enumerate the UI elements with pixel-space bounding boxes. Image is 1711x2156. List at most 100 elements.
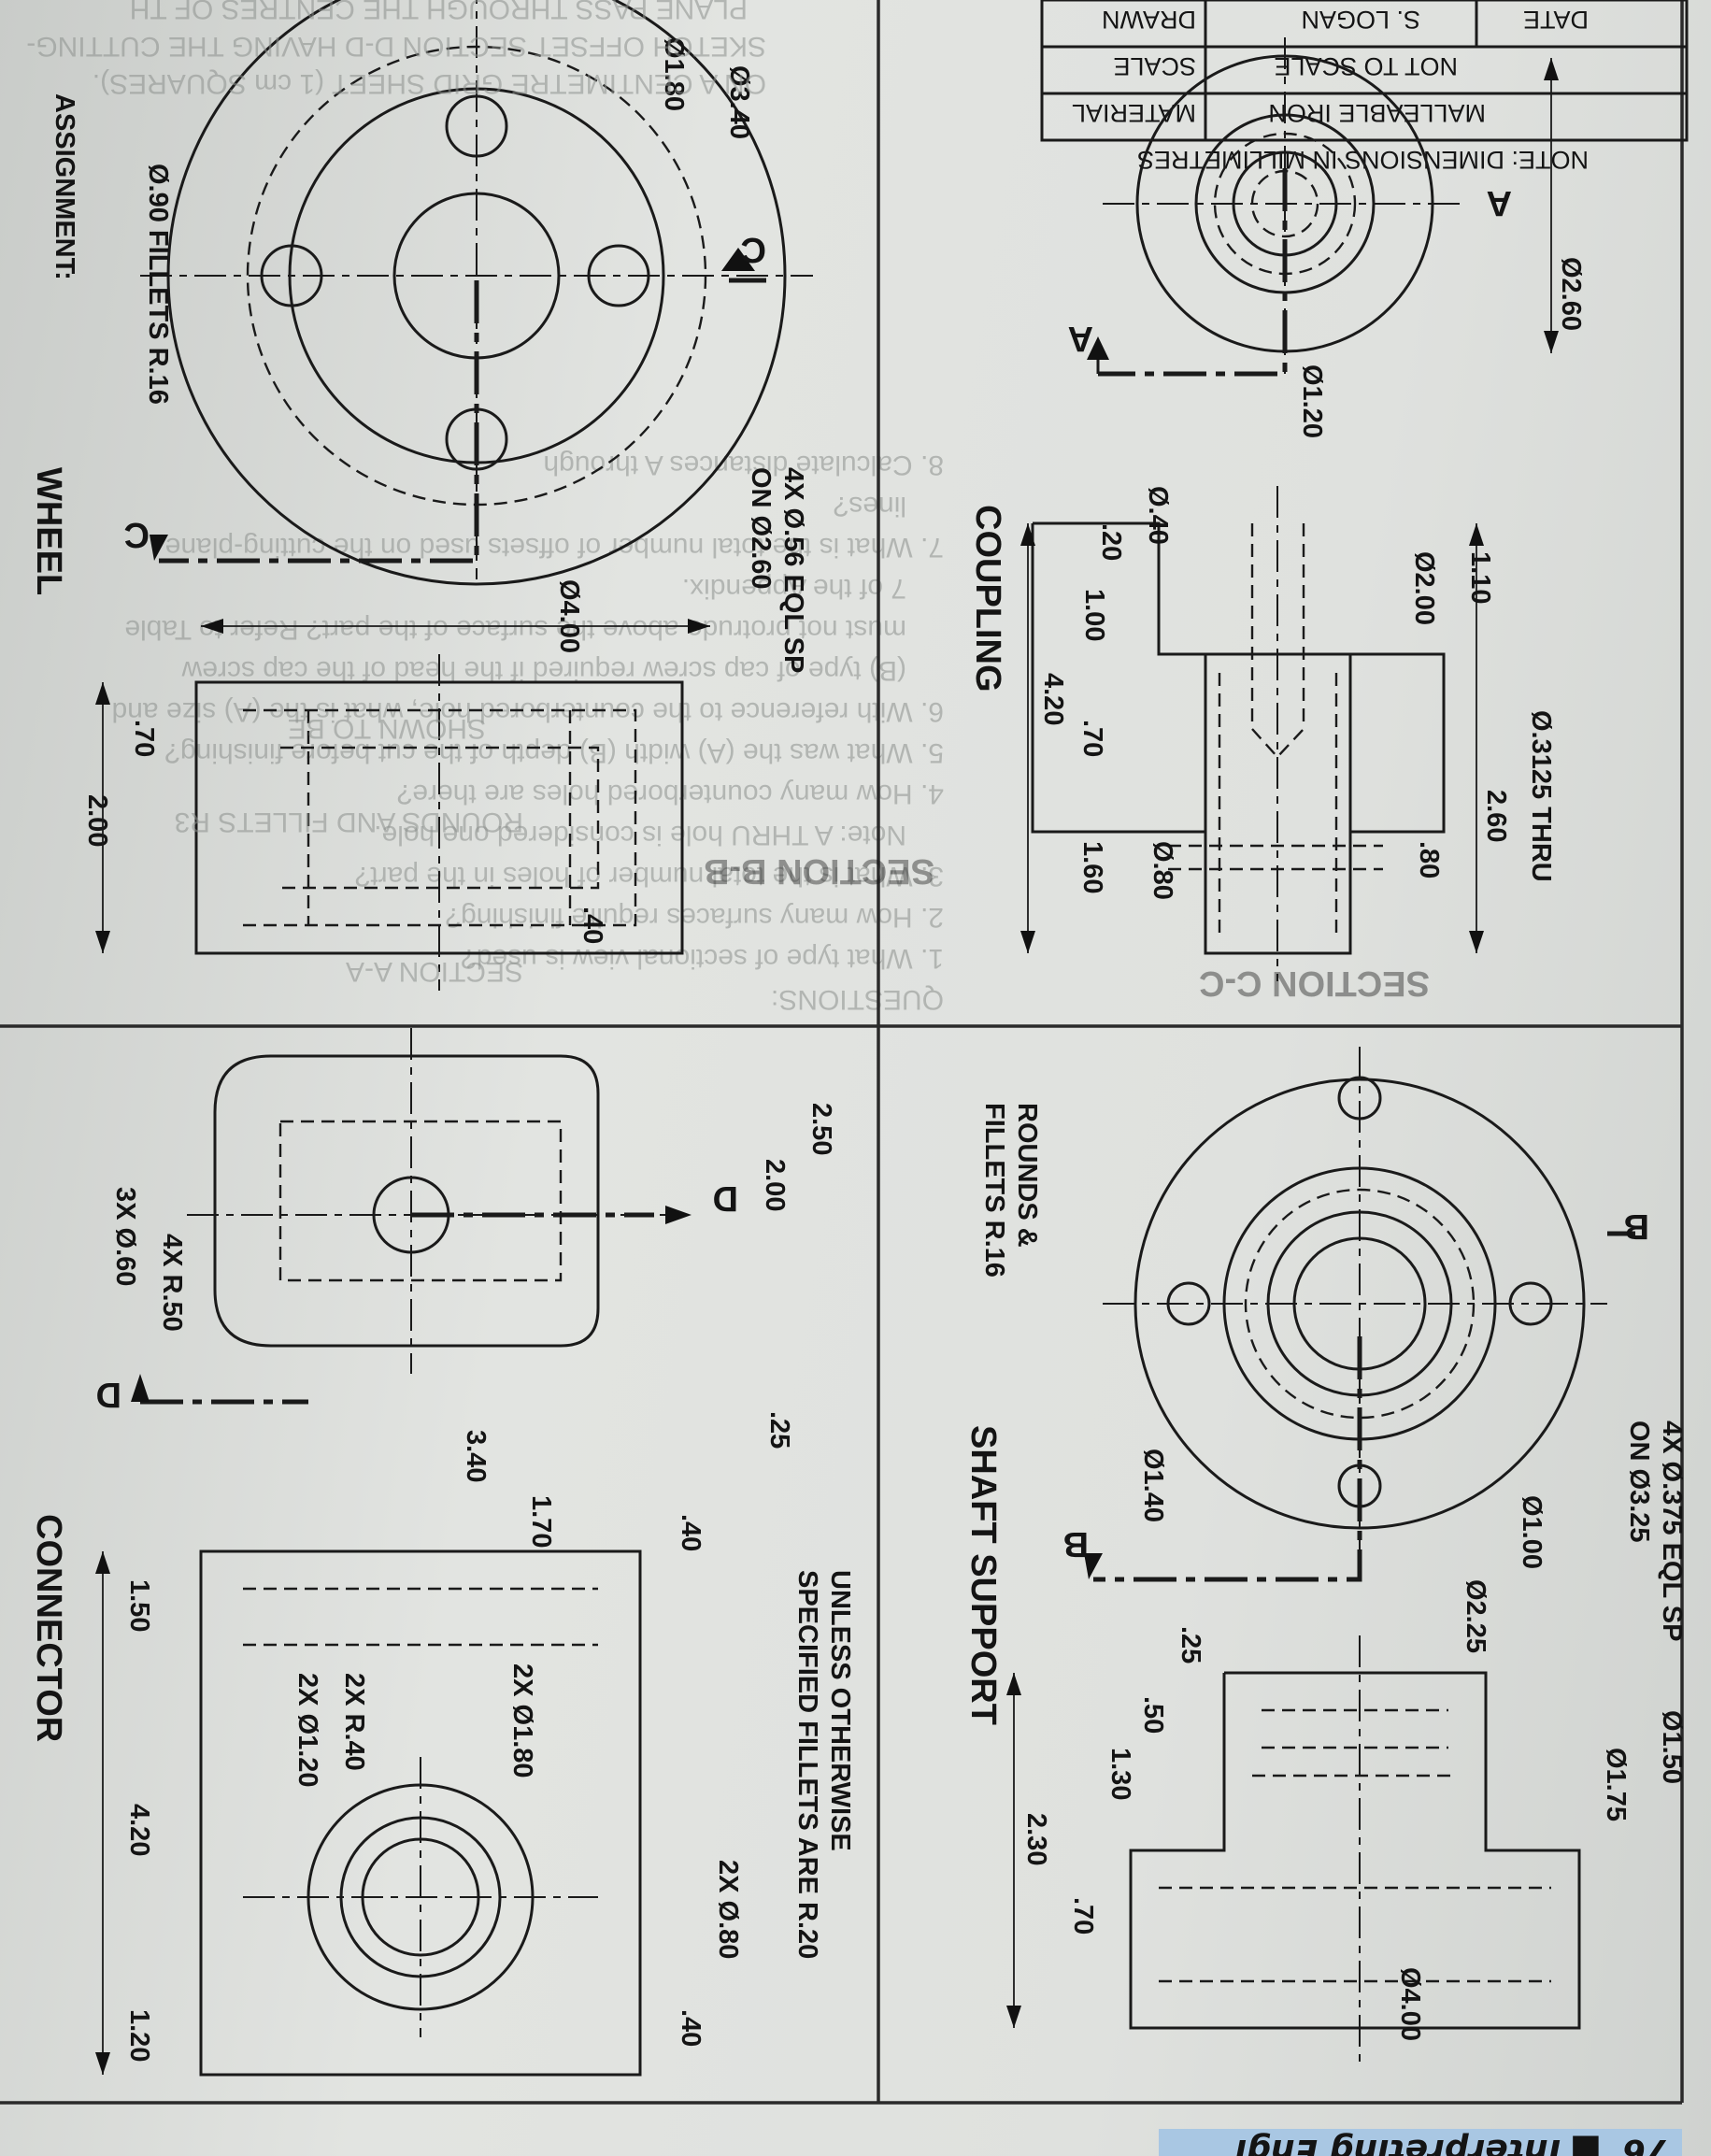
dim-coupling-dia-2-00: Ø2.00 [1409, 551, 1439, 625]
dim-connector-4x-r50: 4X R.50 [157, 1234, 187, 1332]
wheel-faint-text-1: SKETCH OFFSET SECTION D-D HAVING THE CUT… [26, 31, 766, 62]
ghost-question-1: 1. What type of sectional view is used? [461, 943, 944, 974]
dim-connector-2x-1-80: 2X Ø1.80 [507, 1663, 537, 1778]
connector-note-1: UNLESS OTHERWISE [825, 1570, 855, 1851]
dim-connector-3-40: 3.40 [461, 1430, 491, 1482]
shaft-support-section-view: Ø1.50 Ø1.75 Ø2.25 .25 .50 1.30 2.30 .70 … [963, 1425, 1687, 2065]
dim-shaft-70: .70 [1068, 1897, 1098, 1935]
ghost-question-7b: lines? [834, 491, 906, 521]
dim-wheel-70: .70 [129, 720, 159, 757]
wheel-drawing: C C Ø1.80 Ø3.40 4X Ø.56 EQL SP ON Ø2.60 … [26, 0, 813, 991]
dim-connector-1-70: 1.70 [526, 1495, 556, 1548]
dim-wheel-2-00: 2.00 [82, 794, 112, 847]
coupling-title: COUPLING [968, 505, 1007, 692]
dim-connector-1-20: 1.20 [124, 2009, 154, 2062]
cutting-plane-c [159, 280, 479, 564]
title-block: DRAWN S. LOGAN DATE SCALE NOT TO SCALE M… [1040, 0, 1689, 174]
dim-connector-40a: .40 [676, 1514, 706, 1551]
page-number: 76 [1622, 2132, 1669, 2156]
dim-connector-1-50: 1.50 [124, 1579, 154, 1632]
header-band [1159, 2129, 1682, 2156]
dim-shaft-dia-1-50: Ø1.50 [1657, 1710, 1687, 1784]
section-b-b-label: SECTION B-B [704, 851, 934, 891]
connector-front-outline [199, 1549, 642, 2077]
dim-connector-3x-60: 3X Ø.60 [110, 1187, 140, 1286]
ghost-question-6c: must not protrude above the surface of t… [124, 614, 906, 645]
title-drawn-label: DRAWN [1102, 6, 1196, 34]
header-bullet: ■ [1570, 2132, 1602, 2156]
ghost-questions-heading: QUESTIONS: [771, 984, 944, 1015]
ghost-question-4: 4. How many counterbored holes are there… [397, 778, 944, 809]
dim-connector-2x-80: 2X Ø.80 [713, 1860, 743, 1959]
cut-plane-d-label-right: D [713, 1178, 738, 1218]
dim-connector-2x-1-20: 2X Ø1.20 [292, 1673, 322, 1788]
ghost-question-5: 5. What was the (A) width (B) depth of t… [164, 737, 944, 768]
dim-coupling-thru-hole: Ø.3125 THRU [1526, 710, 1556, 882]
connector-top-outline [213, 1054, 600, 1348]
wheel-end-view: C C Ø1.80 Ø3.40 4X Ø.56 EQL SP ON Ø2.60 … [26, 0, 813, 673]
dim-connector-40b: .40 [676, 2009, 706, 2047]
dim-connector-2-00: 2.00 [760, 1159, 790, 1211]
connector-top-view: D D 2.50 2.00 .25 4X R.50 3X Ø.60 [96, 1028, 836, 1449]
cut-plane-c-label-left: C [124, 515, 150, 554]
running-header: 76 ■ Interpreting Engi [1159, 2129, 1682, 2156]
dim-shaft-2-30: 2.30 [1021, 1813, 1051, 1865]
wheel-assignment: ASSIGNMENT: [50, 93, 79, 280]
dim-coupling-dia-2-60: Ø2.60 [1556, 257, 1586, 331]
title-date-label: DATE [1523, 6, 1589, 34]
wheel-faint-text-6: SHOWN TO BE [288, 713, 486, 744]
connector-note-2: SPECIFIED FILLETS ARE R.20 [792, 1570, 822, 1959]
wheel-faint-text-4: SECTION A-A [346, 956, 523, 987]
dim-coupling-70: .70 [1077, 720, 1107, 757]
coupling-section-view: 2.60 Ø.3125 THRU .80 1.10 Ø2.00 Ø1.20 Ø.… [704, 364, 1556, 1003]
coupling-drawing: DRAWN S. LOGAN DATE SCALE NOT TO SCALE M… [704, 0, 1689, 1003]
ghost-question-7: 7. What is the total number of offsets u… [165, 532, 944, 563]
wheel-faint-text-5: ROUNDS AND FILLETS R3 [175, 807, 523, 837]
wheel-holes-callout-2: ON Ø2.60 [746, 467, 776, 590]
dim-shaft-dia-4-00: Ø4.00 [1395, 1967, 1425, 2041]
dim-connector-2-50: 2.50 [806, 1103, 836, 1155]
sheet-frame [0, 0, 1684, 2105]
connector-front-view: 3.40 1.70 .40 2X Ø1.80 2X R.40 2X Ø1.20 … [29, 1430, 855, 2077]
dim-coupling-1-00: 1.00 [1079, 589, 1109, 641]
dim-connector-2x-r40: 2X R.40 [339, 1673, 369, 1771]
title-scale-label: SCALE [1113, 52, 1196, 80]
dim-coupling-length-2-60: 2.60 [1481, 790, 1511, 842]
ghost-question-3: 3. What is the total number of holes in … [355, 861, 944, 892]
dim-shaft-50: .50 [1138, 1696, 1168, 1734]
dim-wheel-dia-1-80: Ø1.80 [659, 37, 689, 111]
running-title: Interpreting Engi [1234, 2132, 1561, 2156]
dim-shaft-dia-1-40: Ø1.40 [1138, 1449, 1168, 1522]
shaft-holes-callout-1: 4X Ø.375 EQL SP [1657, 1421, 1687, 1641]
ghost-question-3b: Note: A THRU hole is considered one hole… [374, 820, 906, 850]
dim-wheel-dia-4-00: Ø4.00 [554, 579, 584, 653]
bleed-through-layer: QUESTIONS: 1. What type of sectional vie… [112, 450, 944, 1015]
dim-coupling-dia-80: Ø.80 [1148, 841, 1177, 900]
wheel-faint-text-2: ON A CENTIMETRE GRID SHEET (1 cm SQUARES… [93, 68, 766, 99]
ghost-question-6: 6. With reference to the counterbored ho… [112, 696, 944, 727]
dim-coupling-1-10: 1.10 [1465, 551, 1495, 604]
cut-plane-a-label-right: A [1487, 183, 1512, 222]
dim-coupling-dia-40: Ø.40 [1143, 486, 1173, 545]
dim-coupling-1-60: 1.60 [1077, 841, 1107, 893]
dim-wheel-dia-3-40: Ø3.40 [724, 65, 754, 139]
shaft-fillets-2: FILLETS R.16 [979, 1103, 1009, 1278]
wheel-fillets: Ø.90 FILLETS R.16 [143, 164, 173, 405]
wheel-title: WHEEL [29, 467, 68, 595]
cut-plane-b-label-left: B [1063, 1524, 1089, 1563]
wheel-faint-text-3: PLANE PASS THROUGH THE CENTRES OF TH [130, 0, 748, 24]
ghost-question-6d: 7 of the Appendix. [682, 573, 906, 604]
dim-shaft-25: .25 [1176, 1626, 1205, 1663]
dim-shaft-dia-2-25: Ø2.25 [1461, 1579, 1490, 1653]
shaft-support-flange-circle [1134, 1078, 1586, 1530]
dim-shaft-dia-1-00: Ø1.00 [1517, 1495, 1547, 1569]
shaft-support-drawing: B B 4X Ø.375 EQL SP ON Ø3.25 Ø1.00 Ø1.40… [963, 1047, 1687, 2065]
cut-plane-b-label-right: B [1624, 1207, 1649, 1246]
shaft-support-title: SHAFT SUPPORT [963, 1425, 1003, 1725]
dim-coupling-dia-1-20: Ø1.20 [1297, 364, 1327, 438]
dim-coupling-4-20: 4.20 [1038, 673, 1068, 725]
dim-shaft-1-30: 1.30 [1105, 1748, 1135, 1800]
dim-connector-4-20: 4.20 [124, 1804, 154, 1856]
shaft-fillets-1: ROUNDS & [1012, 1103, 1042, 1248]
